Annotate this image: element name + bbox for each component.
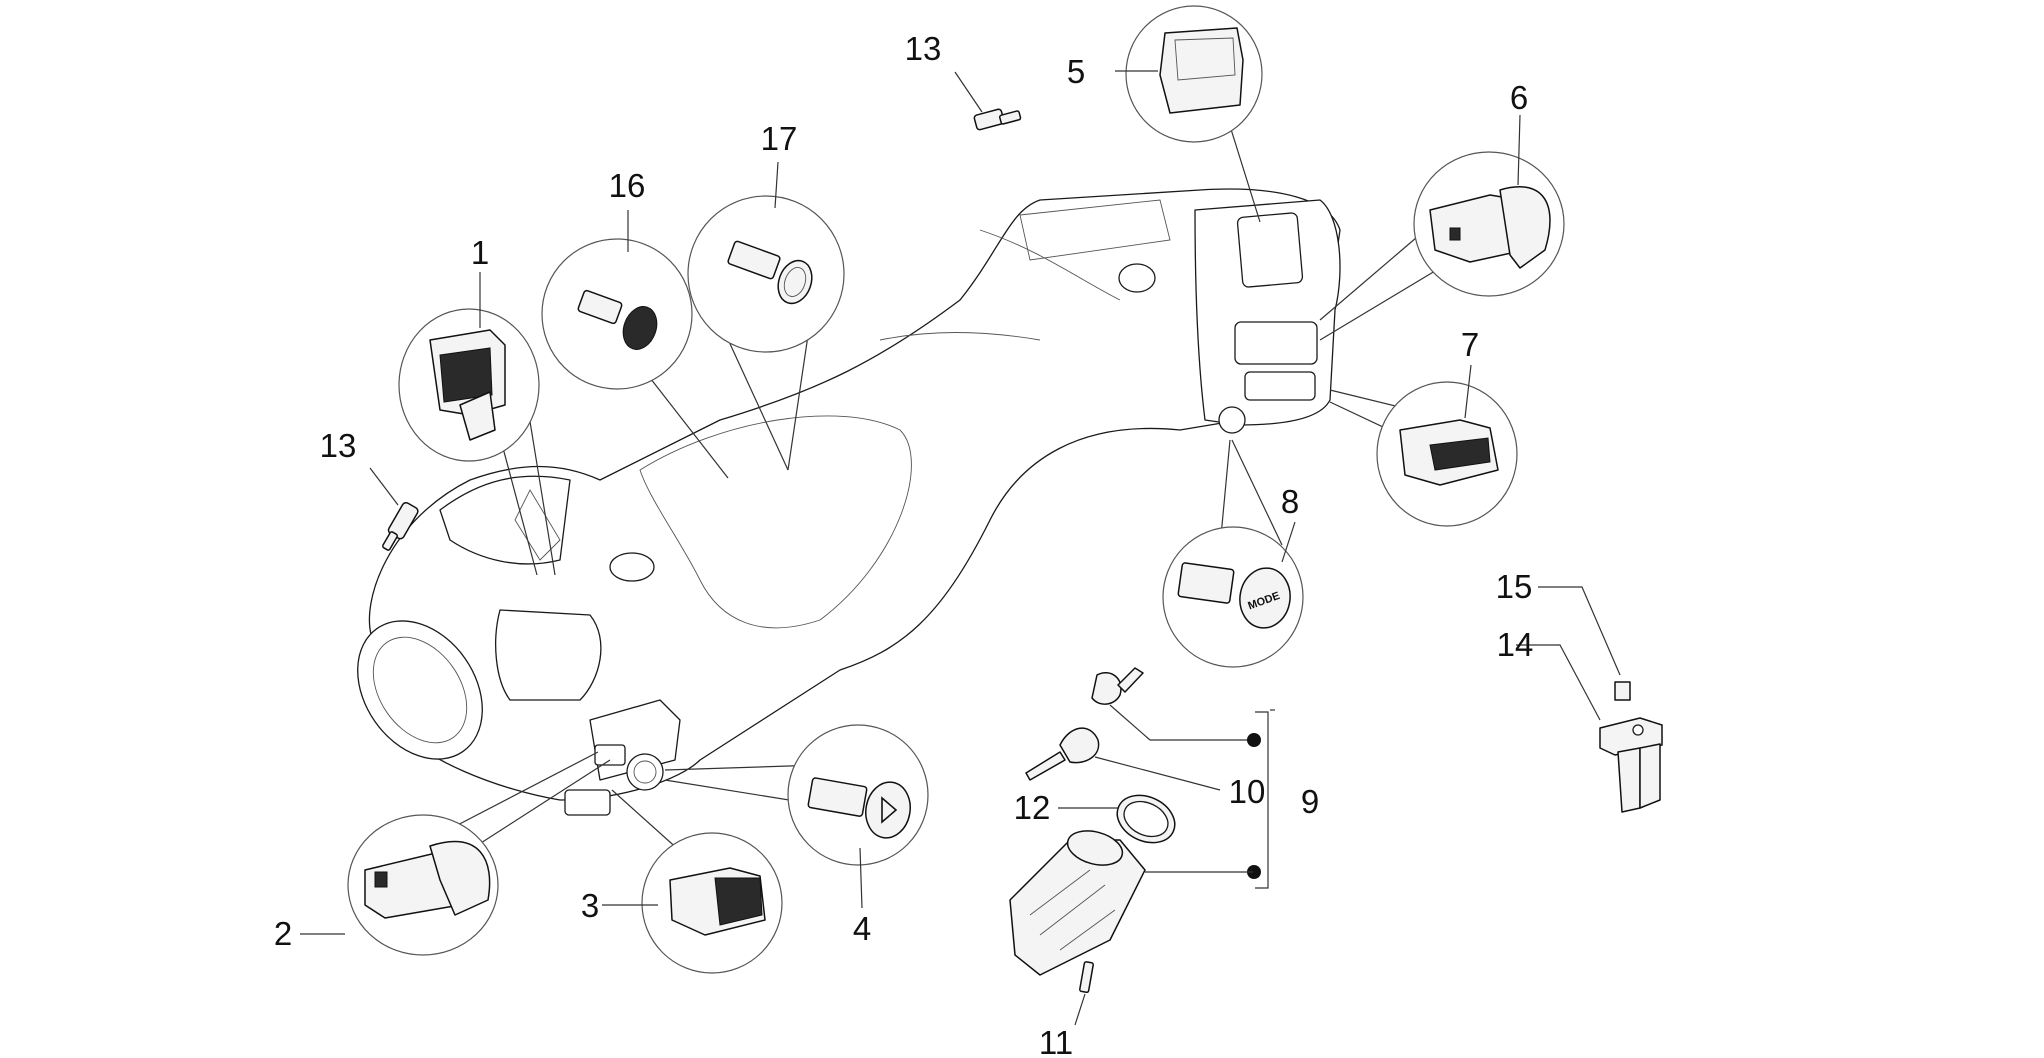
detail-bubble-part-3 [611,789,783,974]
detail-bubble-part-17 [687,195,845,471]
callout-4: 4 [853,910,871,947]
callout-15: 15 [1496,568,1533,605]
handlebar-housing [357,188,1341,816]
callout-2: 2 [274,915,292,952]
callout-5: 5 [1067,53,1085,90]
detail-bubble-part-2 [347,751,611,956]
callout-13-top: 13 [905,30,942,67]
callout-10: 10 [1229,773,1266,810]
callout-7: 7 [1461,326,1479,363]
part-13-bulb-top [954,71,1022,131]
detail-bubble-part-6 [1319,151,1565,341]
callout-3: 3 [581,887,599,924]
callout-1: 1 [471,234,489,271]
part-9-ignition-assembly [1009,667,1275,1026]
callout-16: 16 [609,167,646,204]
callout-9: 9 [1301,783,1319,820]
callout-11: 11 [1039,1024,1073,1058]
callout-6: 6 [1510,79,1528,116]
detail-bubble-part-5 [1125,5,1263,223]
callout-labels: 1 2 3 4 5 6 7 8 9 10 11 12 13 13 14 15 1… [274,30,1534,1058]
detail-bubble-part-1 [398,308,556,576]
callout-17: 17 [761,120,798,157]
detail-bubble-part-7 [1329,381,1518,527]
detail-bubble-part-8: MODE [1162,439,1304,668]
part-14-15-bracket [1516,586,1663,813]
detail-bubble-part-16 [541,238,729,479]
callout-13-left: 13 [320,427,357,464]
callout-8: 8 [1281,483,1299,520]
callout-leaders [300,70,1521,935]
callout-12: 12 [1014,789,1051,826]
detail-bubble-part-4 [664,724,929,866]
callout-14: 14 [1497,626,1534,663]
part-13-bulb-left [369,467,419,551]
